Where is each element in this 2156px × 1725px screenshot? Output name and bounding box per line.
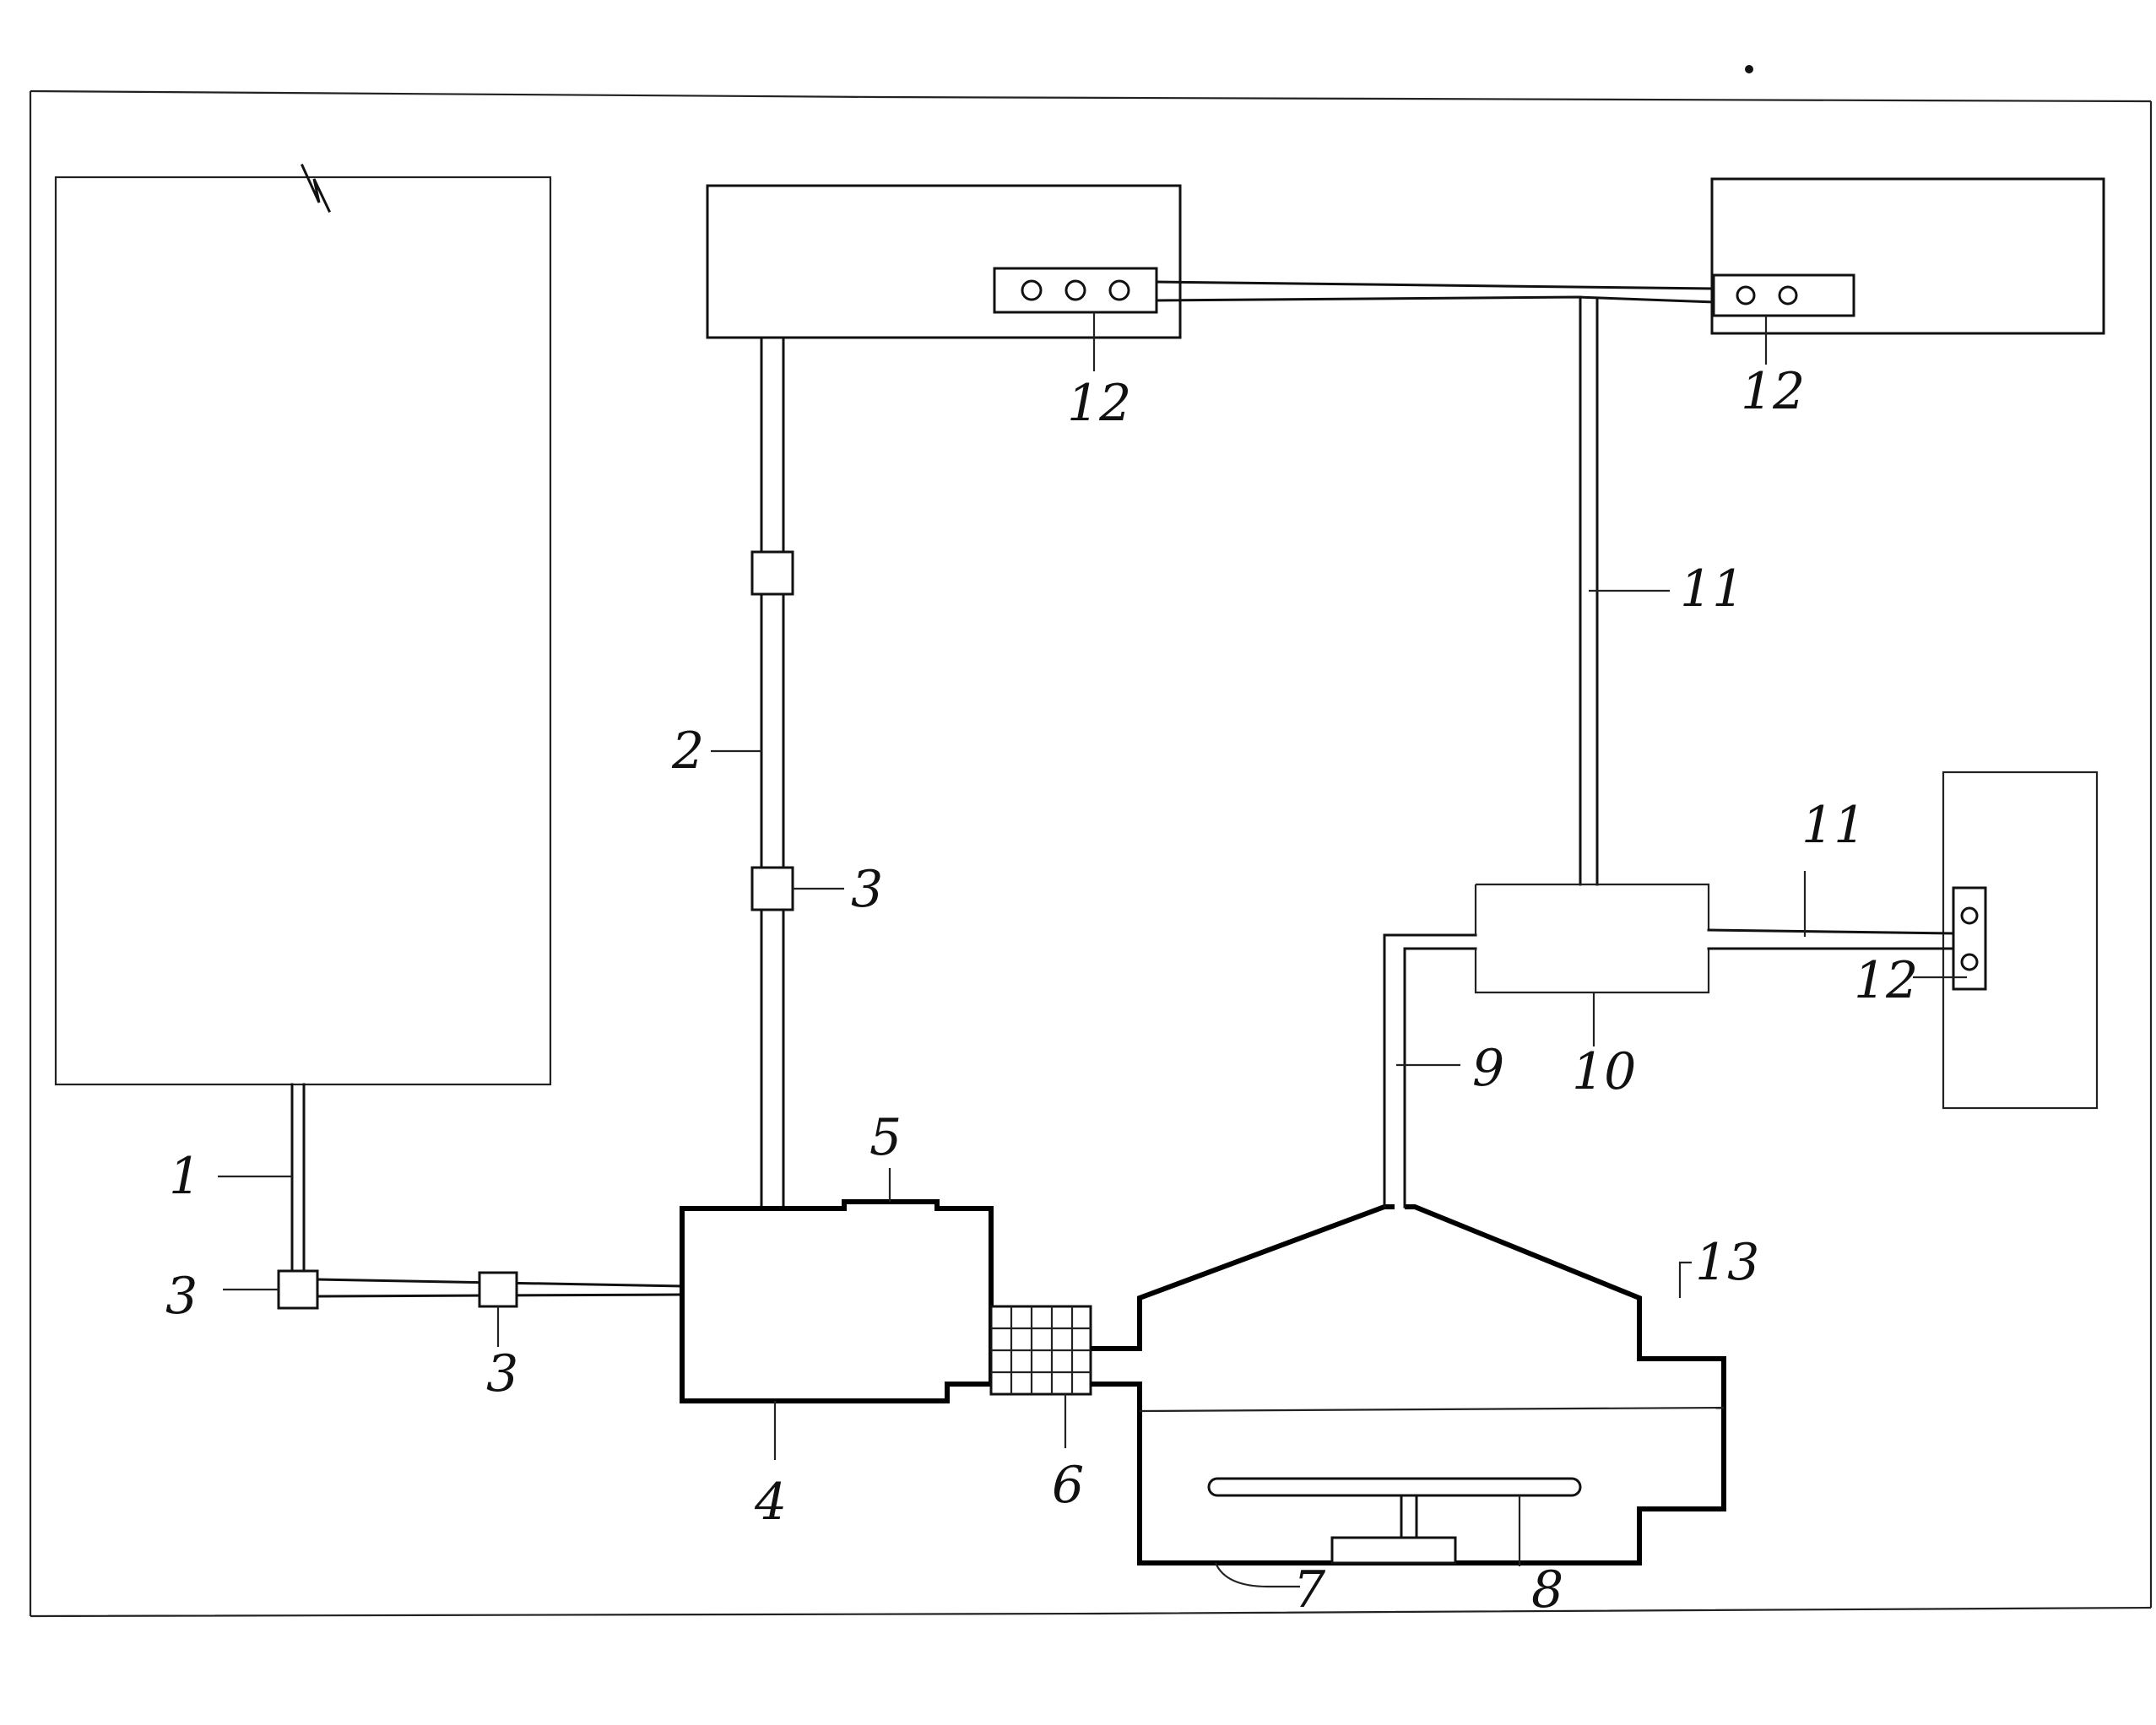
manifold-12-side	[1952, 886, 1987, 991]
top-middle-unit	[706, 184, 1182, 339]
label-4: 4	[754, 1473, 787, 1532]
label-2: 2	[671, 722, 704, 781]
right-side-unit	[1942, 771, 2099, 1110]
pipe-1	[277, 1083, 684, 1310]
number-labels: 12 12 11 11 12 10 9 2 3 1 3 3 5 4 6 7 8 …	[165, 362, 1918, 1620]
label-13: 13	[1695, 1233, 1759, 1292]
label-12-left: 12	[1067, 374, 1131, 433]
grid-6	[989, 1305, 1092, 1396]
label-7: 7	[1293, 1560, 1326, 1620]
pipe-2	[750, 336, 794, 1210]
label-3-left: 3	[165, 1267, 198, 1326]
label-8: 8	[1531, 1560, 1563, 1620]
label-12-right: 12	[1741, 362, 1805, 421]
label-12-side: 12	[1854, 951, 1918, 1010]
label-6: 6	[1052, 1456, 1084, 1515]
label-9: 9	[1472, 1039, 1504, 1098]
label-3-bottom: 3	[486, 1344, 518, 1403]
label-10: 10	[1572, 1042, 1636, 1101]
agitator-8	[1207, 1477, 1582, 1565]
label-1: 1	[169, 1147, 201, 1206]
unit-10	[1474, 883, 1710, 994]
label-5: 5	[869, 1108, 902, 1167]
left-panel	[54, 164, 552, 1086]
pipe-11-right	[1707, 928, 1955, 950]
coupling-3-left	[277, 1269, 319, 1310]
outer-frame	[29, 65, 2153, 1618]
coupling-3-mid	[478, 1271, 518, 1308]
pipe-9	[1383, 933, 1477, 1209]
coupling-3-upper	[750, 550, 794, 596]
unit-4	[680, 1199, 994, 1403]
pipe-11-top	[1155, 280, 1715, 886]
leader-lines	[218, 312, 1967, 1588]
tank-7	[1091, 1204, 1726, 1565]
label-3-pipe2: 3	[851, 860, 883, 919]
top-right-unit	[1710, 177, 2105, 335]
label-11-right: 11	[1801, 796, 1866, 855]
coupling-3-lower	[750, 866, 794, 911]
label-11-vertical: 11	[1680, 560, 1744, 619]
